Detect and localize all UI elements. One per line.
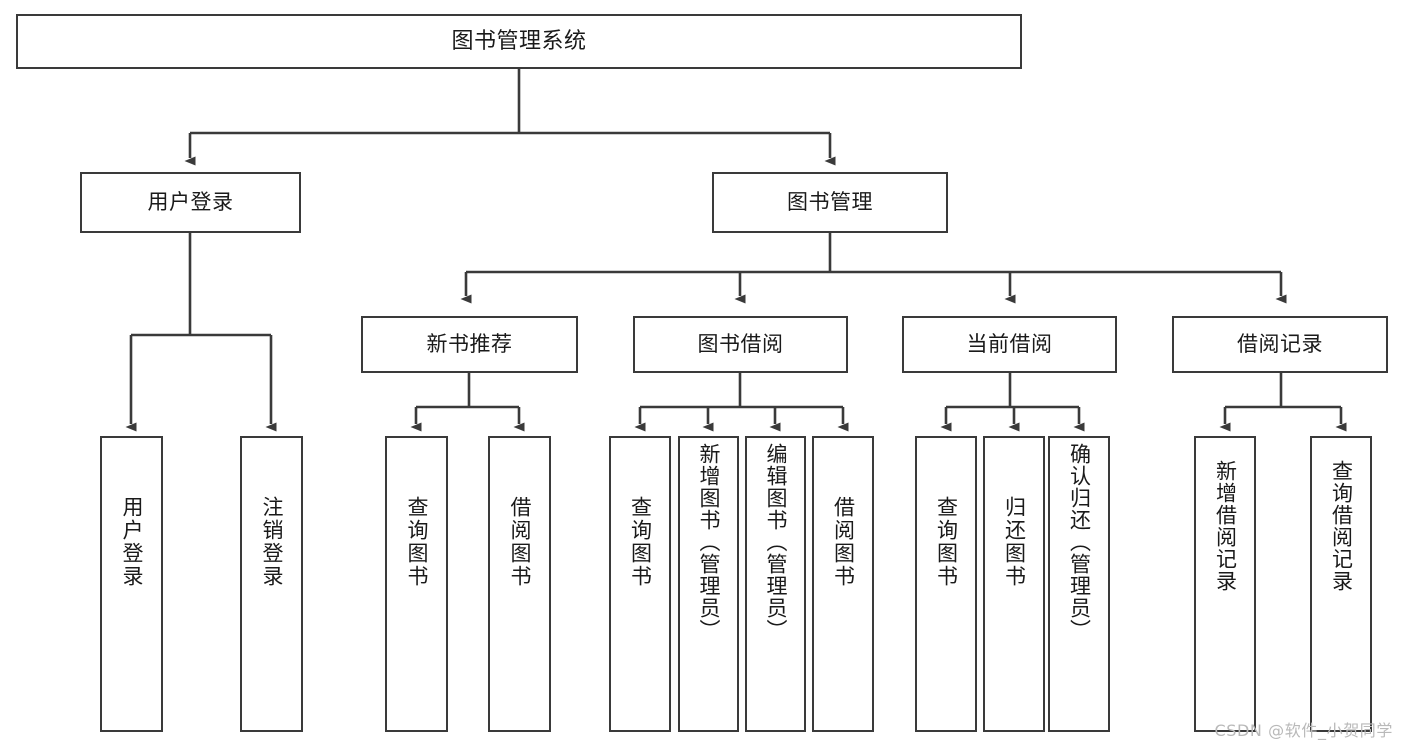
leaf-borrow-book-2[interactable]: 借阅图书 — [812, 436, 874, 732]
leaf-user-login[interactable]: 用户登录 — [100, 436, 163, 732]
node-label: 新书推荐 — [426, 332, 513, 357]
node-label: 图书管理 — [787, 190, 873, 215]
node-book-borrow[interactable]: 图书借阅 — [633, 316, 848, 373]
leaf-edit-book-admin[interactable]: 编辑图书（管理员） — [745, 436, 806, 732]
node-label: 图书借阅 — [697, 332, 784, 357]
node-label: 查询图书 — [628, 496, 653, 588]
node-label: 当前借阅 — [966, 332, 1053, 357]
node-book-manage[interactable]: 图书管理 — [712, 172, 948, 233]
node-label: 借阅记录 — [1237, 332, 1323, 357]
leaf-return-book[interactable]: 归还图书 — [983, 436, 1045, 732]
leaf-borrow-book-1[interactable]: 借阅图书 — [488, 436, 551, 732]
leaf-add-borrow-record[interactable]: 新增借阅记录 — [1194, 436, 1256, 732]
leaf-confirm-return-admin[interactable]: 确认归还（管理员） — [1048, 436, 1110, 732]
node-label: 查询图书 — [934, 496, 959, 588]
csdn-watermark: CSDN @软件_小贺同学 — [1214, 721, 1393, 740]
node-label: 借阅图书 — [508, 496, 532, 588]
node-borrow-record[interactable]: 借阅记录 — [1172, 316, 1388, 373]
leaf-query-book-1[interactable]: 查询图书 — [385, 436, 448, 732]
node-user-login[interactable]: 用户登录 — [80, 172, 301, 233]
leaf-logout-login[interactable]: 注销登录 — [240, 436, 303, 732]
node-label: 确认归还（管理员） — [1067, 443, 1092, 641]
node-label: 用户登录 — [120, 496, 144, 588]
node-label: 新增借阅记录 — [1213, 460, 1238, 592]
leaf-query-book-2[interactable]: 查询图书 — [609, 436, 671, 732]
node-root-book-management-system[interactable]: 图书管理系统 — [16, 14, 1022, 69]
node-label: 用户登录 — [147, 190, 234, 215]
leaf-query-borrow-record[interactable]: 查询借阅记录 — [1310, 436, 1372, 732]
node-label: 编辑图书（管理员） — [764, 443, 788, 641]
node-label: 借阅图书 — [831, 496, 856, 588]
node-label: 查询图书 — [405, 496, 429, 588]
node-label: 注销登录 — [260, 496, 284, 588]
leaf-add-book-admin[interactable]: 新增图书（管理员） — [678, 436, 739, 732]
node-label: 图书管理系统 — [451, 28, 587, 54]
node-label: 归还图书 — [1002, 496, 1027, 588]
node-label: 查询借阅记录 — [1329, 460, 1354, 592]
node-current-borrow[interactable]: 当前借阅 — [902, 316, 1117, 373]
node-new-book-recommend[interactable]: 新书推荐 — [361, 316, 578, 373]
node-label: 新增图书（管理员） — [697, 443, 721, 641]
leaf-query-book-3[interactable]: 查询图书 — [915, 436, 977, 732]
